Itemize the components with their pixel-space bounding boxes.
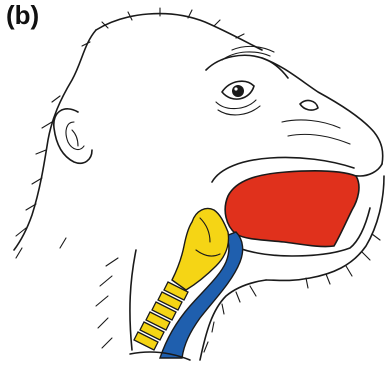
skull-outline [96, 14, 262, 50]
neck-hair [96, 258, 118, 348]
muzzle-wrinkles [282, 120, 350, 144]
brow-ridge [206, 55, 288, 78]
oral-cavity [225, 171, 359, 247]
muzzle-outline [262, 58, 383, 164]
ear-inner [66, 122, 84, 149]
forehead-wrinkles [222, 46, 274, 60]
neck-front-outline [130, 250, 136, 350]
nostril [300, 101, 318, 111]
pupil [232, 85, 244, 97]
ear-outline [54, 109, 92, 163]
panel-label: (b) [6, 2, 39, 28]
eye-wrinkles [216, 100, 260, 115]
neck-back-outline [14, 30, 96, 250]
eye-highlight [234, 87, 237, 90]
